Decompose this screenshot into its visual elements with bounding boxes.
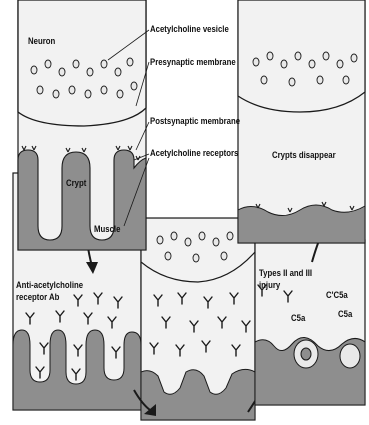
muscle-label: Muscle bbox=[94, 224, 120, 235]
acetylcholine-vesicle-label: Acetylcholine vesicle bbox=[150, 24, 229, 35]
crypts-disappear-label: Crypts disappear bbox=[272, 150, 336, 161]
muscle-folds-normal bbox=[18, 150, 146, 250]
presynaptic-membrane-label: Presynaptic membrane bbox=[150, 57, 236, 68]
panel-crypts-disappear bbox=[238, 0, 365, 243]
crypt-label: Crypt bbox=[66, 178, 86, 189]
panel-complement-attack bbox=[134, 218, 266, 420]
c5a-label-left: C5a bbox=[291, 313, 305, 324]
anti-acetylcholine-label: Anti-acetylcholine bbox=[16, 280, 83, 291]
muscle-folds-middle bbox=[141, 369, 255, 420]
types-ii-iii-label: Types II and III bbox=[259, 268, 312, 279]
injury-label: injury bbox=[259, 280, 280, 291]
receptor-ab-label: receptor Ab bbox=[16, 292, 59, 303]
c5a-label-right: C5a bbox=[338, 309, 352, 320]
neuron-label: Neuron bbox=[28, 36, 55, 47]
acetylcholine-receptors-label: Acetylcholine receptors bbox=[150, 148, 238, 159]
c5a-c5b-label: C'C5a bbox=[326, 290, 348, 301]
postsynaptic-membrane-label: Postsynaptic membrane bbox=[150, 116, 240, 127]
